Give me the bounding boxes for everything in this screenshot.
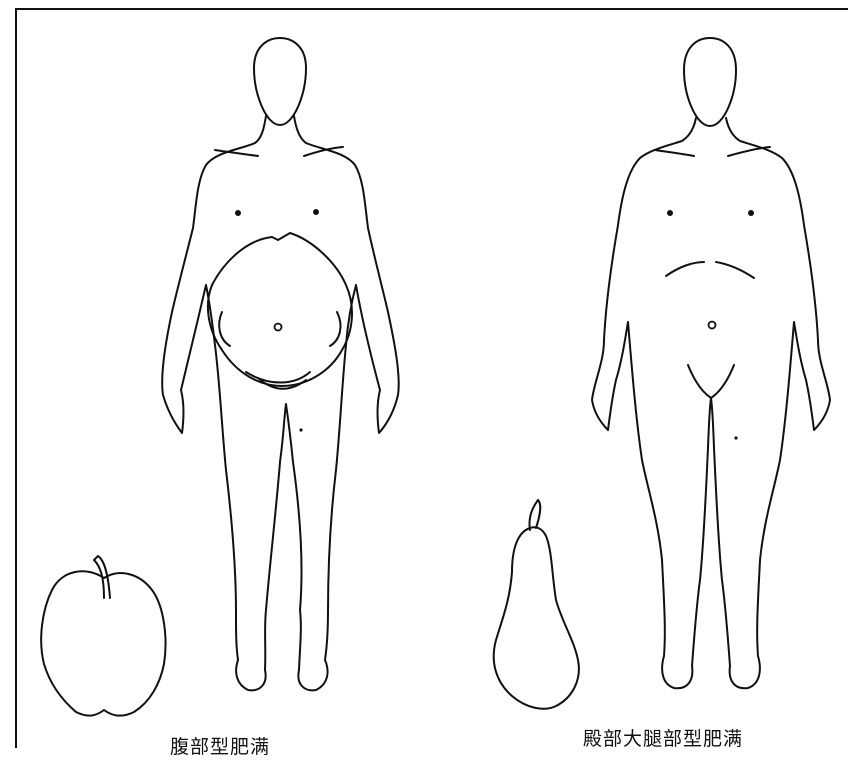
pear-icon <box>494 500 579 709</box>
apple-body-nipple-right <box>313 209 319 215</box>
apple-fruit-stem <box>94 556 110 598</box>
apple-shape-body <box>162 38 399 690</box>
pear-shape-body <box>592 38 830 688</box>
pear-body-clavicle-right <box>728 147 770 156</box>
apple-body-fold-right <box>330 312 341 346</box>
pear-body-navel <box>709 322 716 329</box>
apple-body-nipple-left <box>235 210 241 216</box>
apple-body-mark <box>299 428 302 431</box>
pear-type-caption: 殿部大腿部型肥满 <box>583 724 743 751</box>
pear-body-silhouette <box>592 118 830 688</box>
pear-body-clavicle-left <box>655 150 694 156</box>
pear-body-nipple-left <box>667 210 673 216</box>
pear-fruit-outline <box>494 527 579 708</box>
apple-body-belly <box>208 233 352 386</box>
apple-body-head <box>254 38 306 125</box>
pear-fruit-stem <box>529 500 540 530</box>
apple-body-fold-left <box>219 312 230 346</box>
apple-icon <box>41 556 165 716</box>
apple-body-navel <box>275 324 282 331</box>
pear-body-chest-fold-left <box>666 262 704 276</box>
pear-body-mark <box>734 436 737 439</box>
apple-body-silhouette <box>162 116 399 690</box>
pear-body-nipple-right <box>748 210 754 216</box>
apple-type-caption: 腹部型肥满 <box>170 732 270 759</box>
pear-body-head <box>684 38 736 126</box>
pear-body-groin <box>688 365 734 398</box>
pear-body-chest-fold-right <box>716 262 754 278</box>
